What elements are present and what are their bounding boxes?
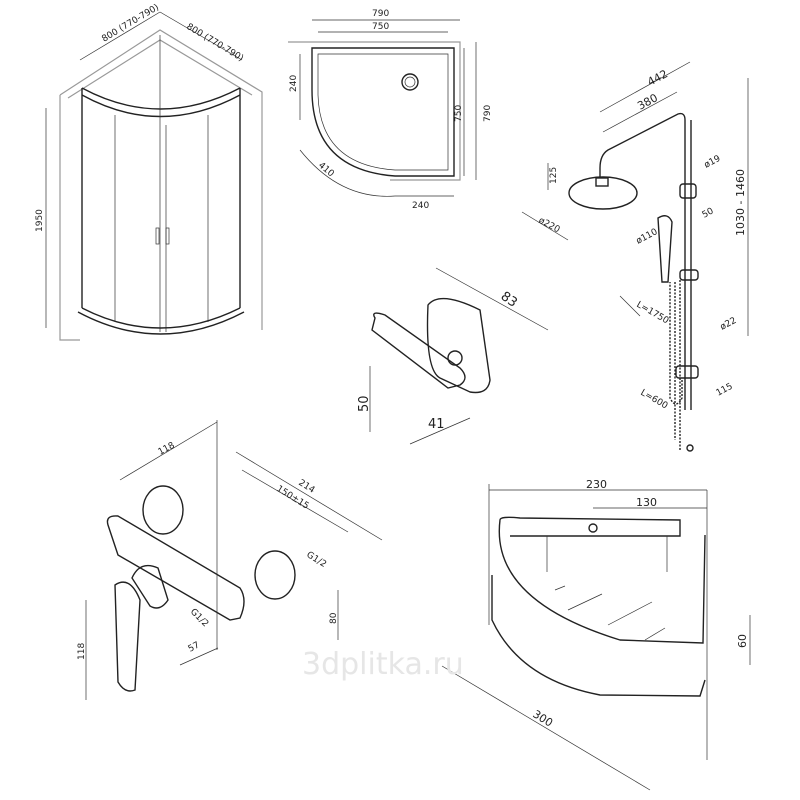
mixer-height-label: 118 <box>77 643 87 660</box>
head-drop-label: 125 <box>549 167 559 184</box>
arm-outer-label: 442 <box>645 67 670 88</box>
basket-width-label: 230 <box>586 478 607 491</box>
bottom-offset-label: 115 <box>715 382 735 399</box>
basket-hole-offset-label: 130 <box>636 496 657 509</box>
cabin-depth-label: 800 (770-790) <box>184 22 245 64</box>
corner-basket-drawing: 230 130 60 300 <box>441 478 751 791</box>
bar-diameter-label: ø22 <box>719 316 739 333</box>
holder-offset-label: 50 <box>701 206 716 220</box>
basket-height-label: 60 <box>736 634 749 648</box>
cabin-width-label: 800 (770-790) <box>100 3 161 45</box>
hose-long-label: L=1750 <box>635 300 671 327</box>
watermark: 3dplitka.ru <box>302 647 464 682</box>
tray-radius-label: 410 <box>316 161 336 180</box>
hose-short-label: L=600 <box>639 388 670 412</box>
tray-top-outer-label: 790 <box>372 9 389 19</box>
tray-top-inner-label: 750 <box>372 22 389 32</box>
mixer-outlet-offset-label: 57 <box>187 640 202 654</box>
mixer-inlet-thread-label: G1/2 <box>304 550 328 570</box>
hand-diameter-label: ø110 <box>635 227 660 247</box>
shower-set-drawing: 442 380 125 ø220 ø19 50 ø110 1030 - 1460… <box>521 61 749 452</box>
shower-tray-drawing: 790 750 240 750 790 410 240 <box>288 9 493 211</box>
hook-width-label: 41 <box>428 417 445 432</box>
cabin-height-label: 1950 <box>35 209 45 232</box>
mixer-width-label: 214 <box>296 478 316 496</box>
mixer-wall-offset-label: 80 <box>329 612 339 624</box>
mixer-depth-label: 118 <box>157 441 177 458</box>
tray-right-inner-label: 750 <box>454 105 464 122</box>
tray-left-drain-label: 240 <box>289 75 299 92</box>
towel-hook-drawing: 83 50 41 <box>357 267 549 445</box>
tray-bottom-drain-label: 240 <box>412 201 429 211</box>
tray-right-outer-label: 790 <box>483 105 493 122</box>
height-range-label: 1030 - 1460 <box>734 169 747 236</box>
pipe-diameter-label: ø19 <box>703 154 723 171</box>
hook-depth-label: 83 <box>498 289 520 311</box>
arm-inner-label: 380 <box>635 91 660 112</box>
shower-cabin-drawing: 800 (770-790) 800 (770-790) 1950 <box>35 3 263 341</box>
mixer-outlet-thread-label: G1/2 <box>188 607 210 629</box>
hook-height-label: 50 <box>357 395 372 412</box>
head-diameter-label: ø220 <box>537 216 562 236</box>
